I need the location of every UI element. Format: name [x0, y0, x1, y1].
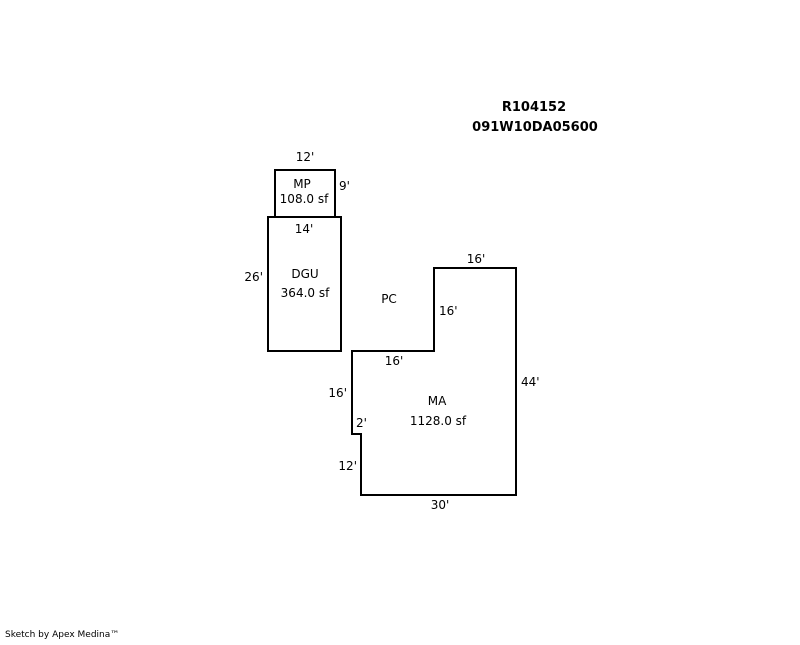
ma-left-lower-dimension: 12' [338, 459, 357, 473]
ma-code-label: MA [428, 394, 447, 408]
dgu-outline [267, 216, 342, 352]
ma-left-upper-dimension: 16' [328, 386, 347, 400]
pc-code-label: PC [381, 292, 397, 306]
dgu-area-label: 364.0 sf [281, 286, 330, 300]
account-number: R104152 [502, 100, 566, 115]
ma-outline [351, 267, 517, 496]
ma-bottom-dimension: 30' [431, 498, 450, 512]
ma-notch-right-dimension: 16' [439, 304, 458, 318]
ma-area-label: 1128.0 sf [410, 414, 467, 428]
ma-top-dimension: 16' [467, 252, 486, 266]
dgu-code-label: DGU [291, 267, 318, 281]
mp-area-label: 108.0 sf [280, 192, 329, 206]
dgu-left-dimension: 26' [244, 270, 263, 284]
dgu-top-dimension: 14' [295, 222, 314, 236]
ma-notch-bottom-dimension: 16' [385, 354, 404, 368]
mp-top-dimension: 12' [296, 150, 315, 164]
mp-code-label: MP [293, 177, 311, 191]
ma-jog-dimension: 2' [356, 416, 367, 430]
ma-right-dimension: 44' [521, 375, 540, 389]
mp-right-dimension: 9' [339, 179, 350, 193]
sketch-credit: Sketch by Apex Medina™ [5, 630, 119, 640]
map-taxlot-number: 091W10DA05600 [472, 120, 598, 135]
